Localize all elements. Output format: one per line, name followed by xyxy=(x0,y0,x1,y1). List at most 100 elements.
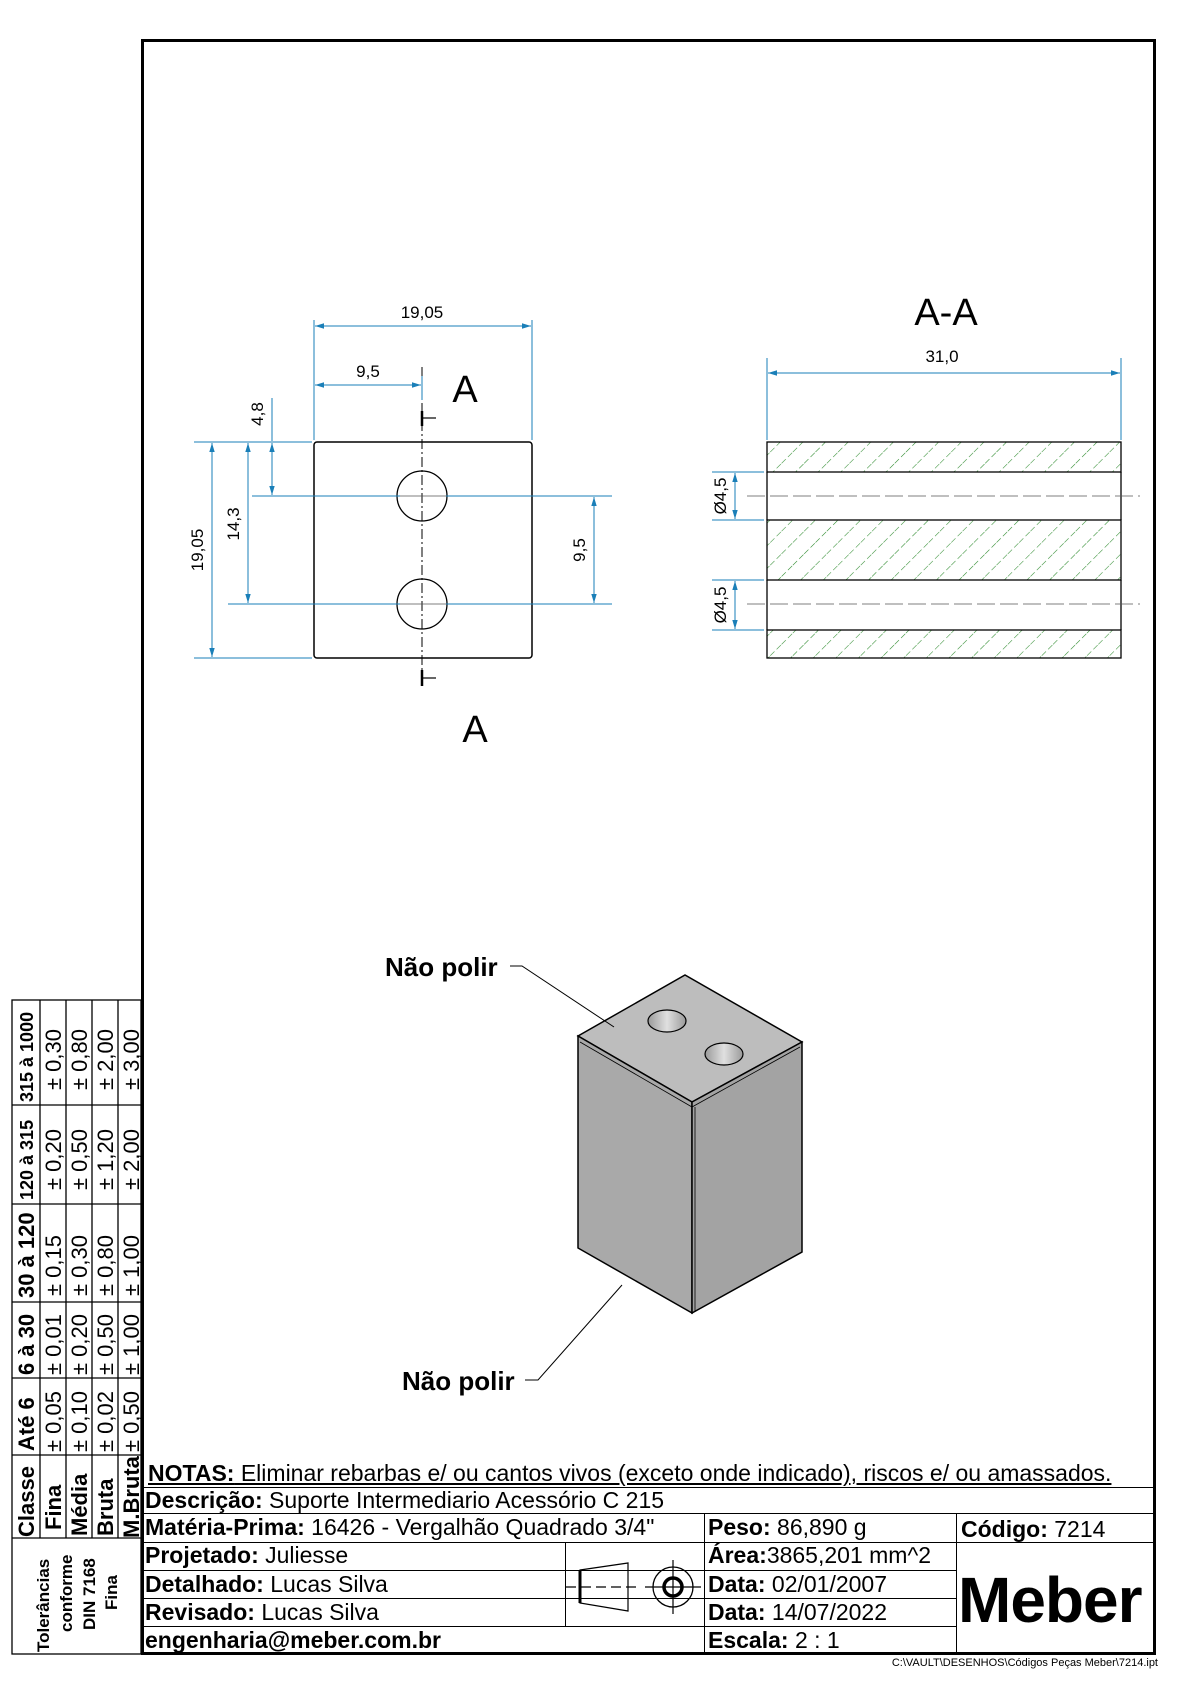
tol-title-line3: DIN 7168 xyxy=(80,1558,99,1630)
dim-hole2-diameter: Ø4,5 xyxy=(711,587,730,624)
tol-cell: ± 0,80 xyxy=(93,1234,118,1296)
codigo-label: Código: xyxy=(961,1516,1048,1542)
descricao-value: Suporte Intermediario Acessório C 215 xyxy=(262,1487,665,1513)
first-angle-projection-icon xyxy=(565,1560,701,1614)
data1-value: 02/01/2007 xyxy=(765,1571,888,1597)
area-value: 3865,201 mm^2 xyxy=(766,1542,932,1568)
front-view: 19,05 9,5 19,05 14,3 4,8 9,5 A A xyxy=(188,303,612,751)
dim-hole1-diameter: Ø4,5 xyxy=(711,478,730,515)
tol-row-fina-label: Fina xyxy=(41,1484,66,1530)
dim-hole1-from-top: 4,8 xyxy=(248,402,267,426)
escala-value: 2 : 1 xyxy=(788,1627,840,1653)
section-label-top: A xyxy=(452,369,478,411)
materia-prima-field: Matéria-Prima: 16426 - Vergalhão Quadrad… xyxy=(145,1514,654,1541)
descricao-label: Descrição: xyxy=(145,1487,263,1513)
tol-cell: ± 0,05 xyxy=(41,1390,66,1452)
tol-cell: ± 1,00 xyxy=(119,1313,144,1375)
section-hatch-bottom xyxy=(766,629,1122,659)
detalhado-value: Lucas Silva xyxy=(263,1571,388,1597)
tolerance-table-grid xyxy=(11,999,142,1655)
notes-text: Eliminar rebarbas e/ ou cantos vivos (ex… xyxy=(234,1460,1112,1486)
front-view-outline xyxy=(313,441,533,659)
data2-value: 14/07/2022 xyxy=(765,1599,888,1625)
revisado-label: Revisado: xyxy=(145,1599,255,1625)
dim-hole-x-offset: 9,5 xyxy=(356,362,380,381)
tol-cell: ± 0,50 xyxy=(93,1313,118,1375)
tol-cell: ± 2,00 xyxy=(93,1028,118,1090)
tol-cell: ± 1,20 xyxy=(93,1128,118,1190)
dim-width-overall: 19,05 xyxy=(401,303,444,322)
projetado-value: Juliesse xyxy=(258,1542,349,1568)
tol-header-col2: 6 à 30 xyxy=(14,1313,39,1375)
section-hatch-top xyxy=(766,441,1122,473)
callout-top: Não polir xyxy=(385,952,498,982)
section-title: A-A xyxy=(914,292,978,334)
leader-top xyxy=(510,965,615,1028)
tol-cell: ± 0,80 xyxy=(67,1028,92,1090)
detalhado-field: Detalhado: Lucas Silva xyxy=(145,1571,388,1598)
dim-hole2-from-top: 14,3 xyxy=(224,507,243,540)
peso-value: 86,890 g xyxy=(770,1514,867,1540)
escala-label: Escala: xyxy=(708,1627,789,1653)
revisado-field: Revisado: Lucas Silva xyxy=(145,1599,379,1626)
tol-row-media-label: Média xyxy=(67,1473,92,1536)
tol-cell: ± 0,20 xyxy=(41,1128,66,1190)
detalhado-label: Detalhado: xyxy=(145,1571,264,1597)
data2-label: Data: xyxy=(708,1599,766,1625)
tol-row-mbruta-label: M.Bruta xyxy=(119,1456,144,1538)
peso-field: Peso: 86,890 g xyxy=(708,1514,867,1541)
tol-header-col1: Até 6 xyxy=(14,1397,39,1451)
tol-row-bruta-label: Bruta xyxy=(93,1478,118,1536)
tol-cell: ± 1,00 xyxy=(119,1234,144,1296)
notes-label: NOTAS: xyxy=(148,1460,235,1486)
company-logo: Meber xyxy=(958,1564,1142,1636)
drawing-frame xyxy=(141,39,1156,1655)
revisado-value: Lucas Silva xyxy=(254,1599,379,1625)
callout-bottom: Não polir xyxy=(402,1366,515,1396)
escala-field: Escala: 2 : 1 xyxy=(708,1627,840,1654)
dim-height-overall: 19,05 xyxy=(188,529,207,572)
tol-cell: ± 0,20 xyxy=(67,1313,92,1375)
dim-length: 31,0 xyxy=(925,347,958,366)
email-field: engenharia@meber.com.br xyxy=(145,1627,441,1654)
data-criacao-field: Data: 02/01/2007 xyxy=(708,1571,887,1598)
materia-value: 16426 - Vergalhão Quadrado 3/4" xyxy=(304,1514,655,1540)
tol-cell: ± 0,50 xyxy=(119,1390,144,1452)
tol-cell: ± 0,10 xyxy=(67,1390,92,1452)
tol-cell: ± 0,30 xyxy=(41,1028,66,1090)
tol-cell: ± 2,00 xyxy=(119,1128,144,1190)
tol-title-line4: Fina xyxy=(102,1575,121,1610)
projetado-field: Projetado: Juliesse xyxy=(145,1542,348,1569)
tol-header-col4: 120 à 315 xyxy=(17,1119,37,1200)
data1-label: Data: xyxy=(708,1571,766,1597)
codigo-value: 7214 xyxy=(1047,1516,1106,1542)
file-path: C:\VAULT\DESENHOS\Códigos Peças Meber\72… xyxy=(891,1657,1158,1669)
tol-header-classe: Classe xyxy=(14,1466,39,1537)
section-view: A-A 31,0 Ø4,5 Ø4,5 xyxy=(711,292,1140,659)
tol-cell: ± 0,15 xyxy=(41,1234,66,1296)
email: engenharia@meber.com.br xyxy=(145,1627,441,1653)
dim-hole-spacing: 9,5 xyxy=(570,538,589,562)
tol-cell: ± 3,00 xyxy=(119,1028,144,1090)
peso-label: Peso: xyxy=(708,1514,771,1540)
tol-header-col3: 30 à 120 xyxy=(14,1212,39,1298)
iso-hole-1 xyxy=(647,1009,687,1033)
materia-label: Matéria-Prima: xyxy=(145,1514,305,1540)
section-hatch-middle xyxy=(766,519,1122,581)
tol-title-line1: Tolerâncias xyxy=(34,1558,53,1652)
leader-bottom xyxy=(525,1284,623,1381)
area-field: Área:3865,201 mm^2 xyxy=(708,1542,931,1569)
tol-cell: ± 0,50 xyxy=(67,1128,92,1190)
tol-header-col5: 315 à 1000 xyxy=(17,1011,37,1102)
tol-cell: ± 0,30 xyxy=(67,1234,92,1296)
data-revisao-field: Data: 14/07/2022 xyxy=(708,1599,887,1626)
codigo-field: Código: 7214 xyxy=(961,1516,1105,1543)
iso-right-face xyxy=(691,1040,803,1315)
tol-cell: ± 0,02 xyxy=(93,1390,118,1452)
descricao-field: Descrição: Suporte Intermediario Acessór… xyxy=(145,1487,664,1514)
iso-hole-2 xyxy=(704,1042,744,1066)
projetado-label: Projetado: xyxy=(145,1542,259,1568)
tol-title-line2: conforme xyxy=(57,1554,76,1632)
tol-cell: ± 0,01 xyxy=(41,1313,66,1375)
